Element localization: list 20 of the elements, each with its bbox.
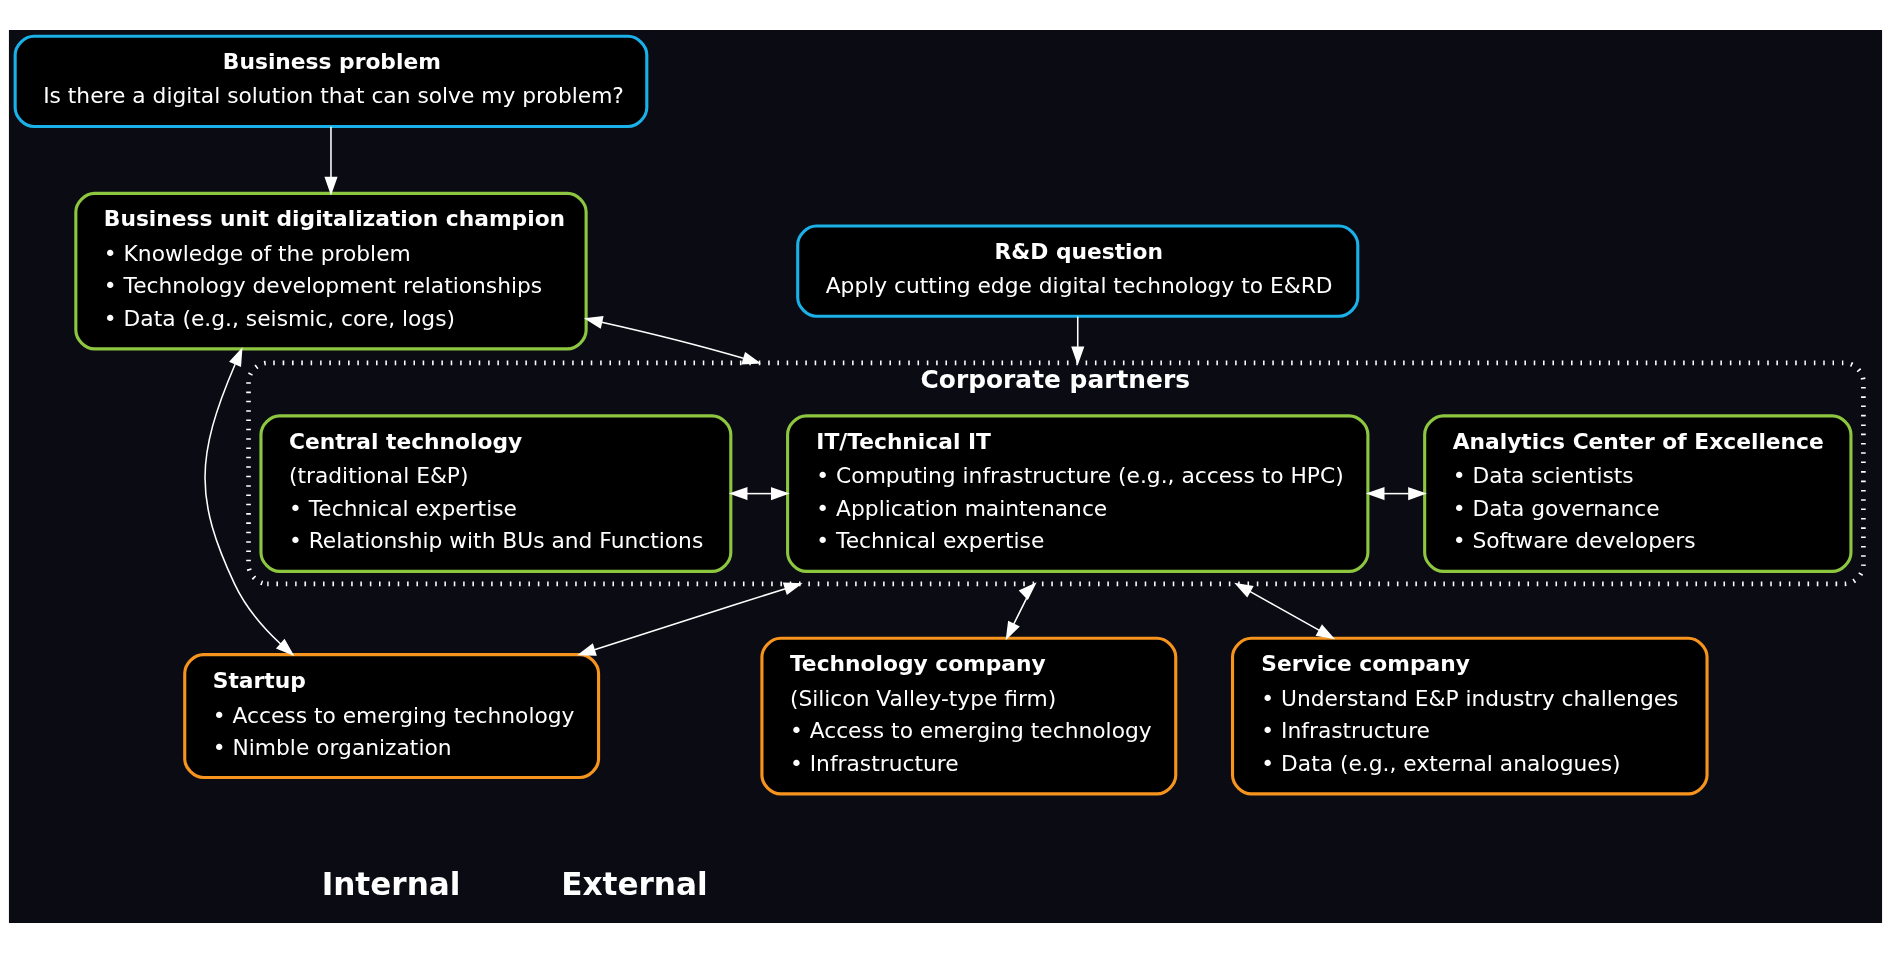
- arrow: [204, 347, 295, 656]
- arrow: [1234, 582, 1336, 640]
- label: External: [561, 866, 708, 902]
- arrow: [577, 582, 803, 656]
- arrow: [1365, 487, 1427, 501]
- node-box: Business unit digitalization champion • Knowledge of the problem • Technology development relationships • Data (e.g., seismic, core, logs): [74, 191, 588, 351]
- arrow: [1071, 315, 1085, 366]
- arrow: [324, 125, 338, 196]
- node-box: Service company • Understand E&P industry challenges • Infrastructure • Data (e.g., external analogues): [1231, 636, 1709, 796]
- arrow: [1005, 582, 1037, 641]
- node-box: Business problem Is there a digital solution that can solve my problem?: [13, 34, 649, 128]
- node-box: Startup • Access to emerging technology • Nimble organization: [183, 653, 601, 780]
- node-box: Analytics Center of Excellence • Data scientists • Data governance • Software developers: [1423, 414, 1853, 573]
- arrow: [583, 315, 762, 365]
- label: Internal: [321, 866, 461, 902]
- arrow: [728, 487, 790, 501]
- node-box: R&D question Apply cutting edge digital technology to E&RD: [796, 224, 1360, 318]
- node-box: Central technology (traditional E&P) • Technical expertise • Relationship with BUs and Functions: [259, 414, 733, 573]
- node-box: IT/Technical IT • Computing infrastructure (e.g., access to HPC) • Application maintenance • Technical expertise: [786, 414, 1370, 573]
- node-box: Technology company (Silicon Valley-type firm) • Access to emerging technology • Infrastructure: [760, 636, 1178, 796]
